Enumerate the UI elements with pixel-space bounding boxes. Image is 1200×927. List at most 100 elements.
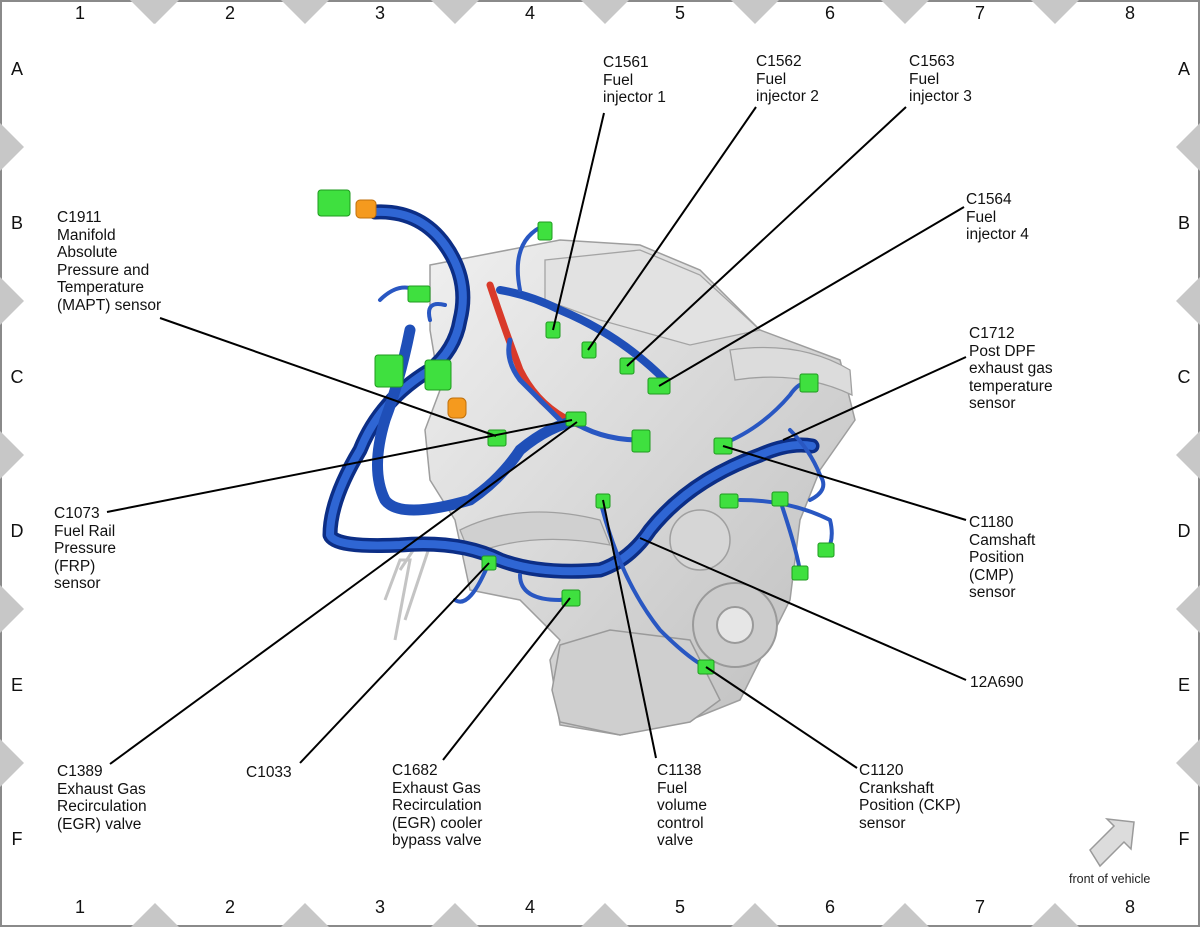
callout-c1120-line-3: Position (CKP) (859, 797, 961, 814)
callout-c1712-line-5: sensor (969, 395, 1016, 412)
grid-column-label-top: 5 (674, 3, 685, 23)
callout-c1712-line-2: Post DPF (969, 342, 1036, 360)
grid-row-label-right: D (1177, 521, 1191, 541)
callout-c1389: C1389 Exhaust Gas Recirculation (EGR) va… (57, 763, 147, 833)
harness-inner-loop (372, 324, 586, 516)
grid-marker-top (581, 0, 629, 24)
callout-c1120-line-2: Crankshaft (859, 779, 934, 797)
grid-marker-right (1176, 123, 1200, 171)
grid-column-label-bottom: 8 (1124, 897, 1135, 917)
leader-c1073 (106, 419, 573, 513)
harness-injector-run (496, 286, 669, 384)
callout-c1180-line-2: Camshaft (969, 531, 1036, 549)
grid-column-label-top: 1 (74, 3, 85, 23)
leader-c1911 (159, 317, 497, 437)
connector-left-cluster-2 (424, 359, 452, 391)
grid-row-label-left: A (10, 59, 23, 79)
callout-c1563: C1563 Fuel injector 3 (909, 53, 972, 106)
callout-c1682-line-1: C1682 (392, 762, 438, 779)
grid-row-label-left: B (10, 213, 23, 233)
leader-c1389 (109, 421, 578, 765)
connector-right-2 (771, 491, 789, 507)
grid-column-label-top: 2 (224, 3, 235, 23)
grid-column-label-bottom: 3 (374, 897, 385, 917)
engine-block (383, 239, 856, 736)
callout-c1564-line-2: Fuel (966, 208, 997, 226)
callout-c1073-line-4: (FRP) (54, 557, 96, 575)
callout-c1911-line-6: (MAPT) sensor (57, 296, 162, 314)
callout-c1138-line-2: Fuel (657, 779, 688, 797)
callout-c1564: C1564 Fuel injector 4 (966, 191, 1029, 244)
grid-marker-right (1176, 277, 1200, 325)
callout-12a690-line-1: 12A690 (970, 674, 1024, 691)
connector-c1389 (565, 411, 587, 427)
grid-marker-bottom (581, 903, 629, 927)
callout-c1911-line-4: Pressure and (57, 261, 150, 279)
grid-column-label-bottom: 6 (824, 897, 835, 917)
grid-column-label-bottom: 2 (224, 897, 235, 917)
grid-row-label-right: C (1177, 367, 1191, 387)
leader-c1180 (722, 445, 967, 521)
front-of-vehicle-label: front of vehicle (1069, 872, 1151, 886)
callout-c1073-line-3: Pressure (54, 540, 117, 557)
timing-pulley (669, 509, 731, 571)
callout-c1712: C1712 Post DPF exhaust gas temperature s… (969, 325, 1053, 413)
grid-row-label-left: D (10, 521, 24, 541)
support-bracket (383, 538, 432, 641)
leader-c1563 (626, 106, 907, 367)
callout-c1712-line-4: temperature (969, 377, 1053, 395)
callout-c1033-line-1: C1033 (246, 764, 292, 781)
callout-c1561: C1561 Fuel injector 1 (603, 54, 666, 107)
connector-right-3 (817, 542, 835, 558)
grid-row-label-left: C (10, 367, 24, 387)
grid-row-label-left: F (11, 829, 23, 849)
grid-marker-right (1176, 431, 1200, 479)
oil-pan (551, 629, 721, 736)
callout-c1682-line-4: (EGR) cooler (392, 814, 483, 832)
callout-c1138-line-1: C1138 (657, 762, 702, 779)
leader-12a690 (639, 537, 967, 681)
callout-c1389-line-2: Exhaust Gas (57, 780, 146, 798)
grid-marker-top (731, 0, 779, 24)
grid-column-label-bottom: 4 (524, 897, 535, 917)
leader-c1682 (442, 597, 571, 761)
wiring-harness-12a690 (322, 204, 834, 670)
leader-c1033 (299, 562, 490, 764)
callout-c1561-line-2: Fuel (603, 71, 634, 89)
leader-c1562 (587, 106, 757, 351)
grid-row-label-right: E (1177, 675, 1190, 695)
grid-marker-bottom (281, 903, 329, 927)
callout-c1561-line-3: injector 1 (603, 89, 666, 106)
harness-main-loop-highlight (326, 207, 816, 576)
callout-c1563-line-3: injector 3 (909, 88, 972, 105)
leader-c1564 (658, 206, 965, 387)
callout-c1682-line-2: Exhaust Gas (392, 779, 481, 797)
callout-c1561-line-1: C1561 (603, 54, 649, 71)
callout-c1073-line-5: sensor (54, 575, 101, 592)
grid-row-label-right: A (1177, 59, 1190, 79)
connector-c1911-area (407, 285, 431, 303)
callout-c1562-line-1: C1562 (756, 53, 802, 70)
callout-c1073-line-2: Fuel Rail (54, 522, 116, 540)
connectors (317, 189, 835, 675)
intake-pipe (459, 511, 612, 556)
callout-c1562-line-2: Fuel (756, 70, 787, 88)
grid-row-label-right: F (1178, 829, 1190, 849)
connector-right-4 (791, 565, 809, 581)
connector-orange-top (355, 199, 377, 219)
callout-c1073: C1073 Fuel Rail Pressure (FRP) sensor (54, 505, 116, 593)
front-arrow-icon (1089, 818, 1135, 868)
callout-c1180-line-1: C1180 (969, 514, 1014, 531)
callout-c1911-line-3: Absolute (57, 244, 118, 261)
callout-c1682-line-5: bypass valve (392, 832, 482, 849)
grid-column-label-bottom: 1 (74, 897, 85, 917)
callout-c1120-line-1: C1120 (859, 762, 904, 779)
connector-upper-left (317, 189, 351, 217)
grid-column-label-bottom: 5 (674, 897, 685, 917)
grid-marker-top (130, 0, 178, 24)
callout-c1180-line-5: sensor (969, 584, 1016, 601)
grid-marker-right (1176, 585, 1200, 633)
callout-c1389-line-3: Recirculation (57, 798, 147, 815)
